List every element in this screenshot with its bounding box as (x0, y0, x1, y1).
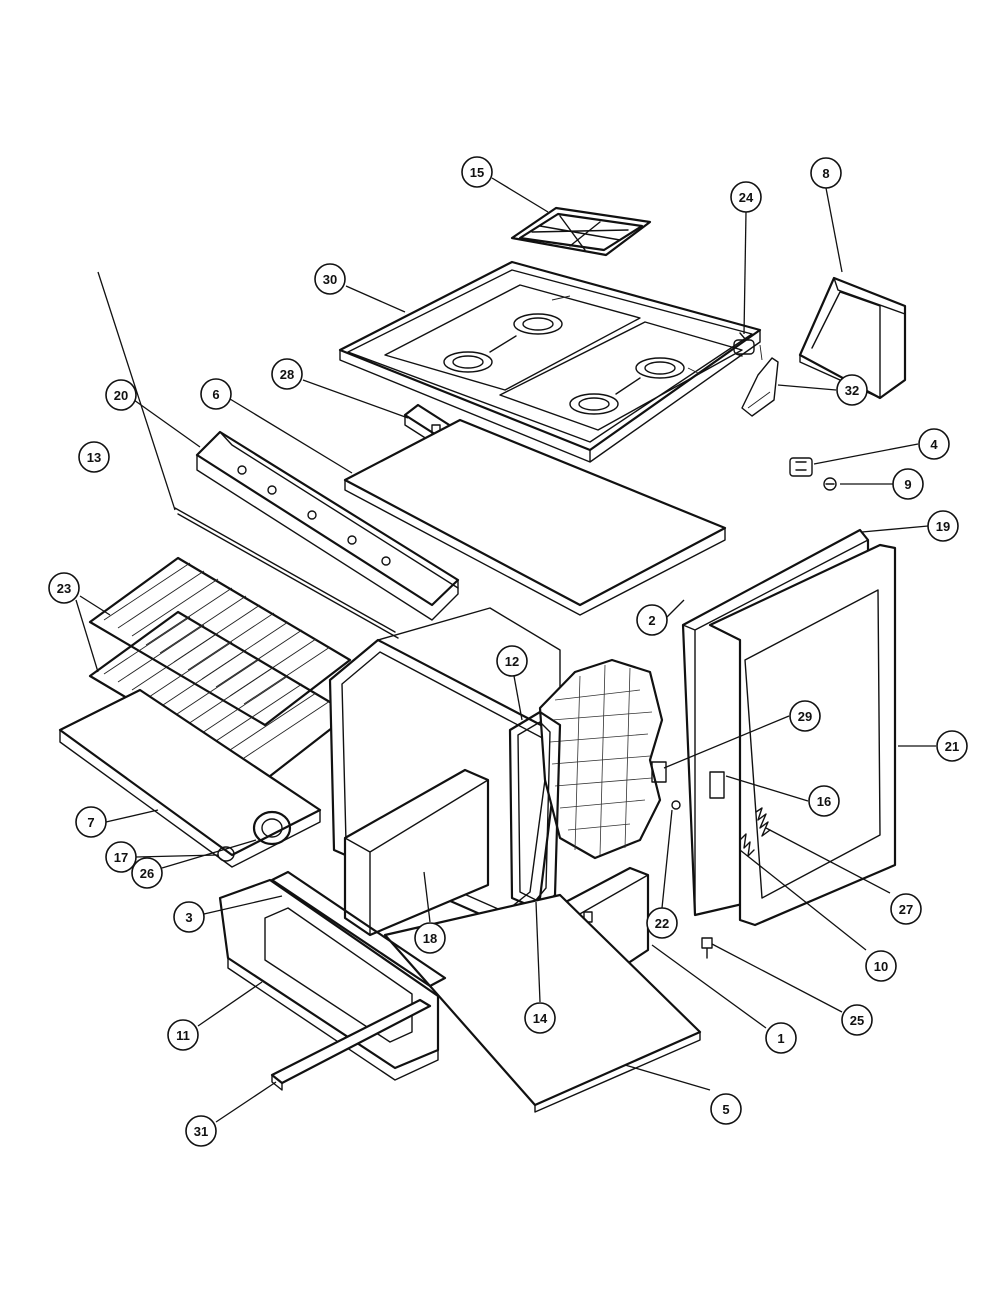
callout-3: 3 (173, 901, 205, 933)
svg-text:7: 7 (87, 815, 94, 830)
part-6-burner-box (343, 418, 727, 616)
svg-text:14: 14 (533, 1011, 548, 1026)
svg-text:21: 21 (945, 739, 959, 754)
callout-20: 20 (105, 379, 137, 411)
callout-15: 15 (461, 156, 493, 188)
part-5-oven-bottom (383, 893, 702, 1113)
svg-text:15: 15 (470, 165, 484, 180)
callout-21: 21 (936, 730, 968, 762)
svg-text:16: 16 (817, 794, 831, 809)
svg-text:3: 3 (185, 910, 192, 925)
part-4-switch (789, 457, 813, 477)
leader-lines (75, 177, 936, 1123)
part-27-spring (755, 807, 771, 837)
svg-text:25: 25 (850, 1013, 864, 1028)
part-30-cooktop (338, 260, 762, 463)
part-10-spring (739, 833, 755, 857)
callout-10: 10 (865, 950, 897, 982)
part-32-bracket (741, 344, 779, 417)
part-18-broiler-shield (343, 768, 490, 937)
svg-text:2: 2 (648, 613, 655, 628)
svg-text:20: 20 (114, 388, 128, 403)
callout-11: 11 (167, 1019, 199, 1051)
part-22-screw (671, 800, 681, 810)
callout-26: 26 (131, 857, 163, 889)
callout-12: 12 (496, 645, 528, 677)
svg-text:30: 30 (323, 272, 337, 287)
part-29-hinge (651, 761, 667, 783)
callout-2: 2 (636, 604, 668, 636)
callout-23: 23 (48, 572, 80, 604)
svg-text:27: 27 (899, 902, 913, 917)
part-15-burner-grate (510, 206, 652, 257)
callout-24: 24 (730, 181, 762, 213)
callout-18: 18 (414, 922, 446, 954)
callout-5: 5 (710, 1093, 742, 1125)
svg-text:31: 31 (194, 1124, 208, 1139)
callout-9: 9 (892, 468, 924, 500)
part-31-drawer-slide (270, 998, 432, 1091)
callout-32: 32 (836, 374, 868, 406)
svg-text:18: 18 (423, 931, 437, 946)
part-12-insulation (538, 658, 664, 860)
svg-text:8: 8 (822, 166, 829, 181)
svg-text:6: 6 (212, 387, 219, 402)
part-7-broiler-pan (58, 688, 322, 868)
part-13-trim-strip (174, 507, 399, 639)
part-17-knob (217, 846, 235, 862)
callout-22: 22 (646, 907, 678, 939)
callout-8: 8 (810, 157, 842, 189)
svg-text:32: 32 (845, 383, 859, 398)
callout-6: 6 (200, 378, 232, 410)
part-21-oven-door (708, 543, 897, 927)
callout-16: 16 (808, 785, 840, 817)
callout-25: 25 (841, 1004, 873, 1036)
callout-30: 30 (314, 263, 346, 295)
part-9-screw (823, 477, 837, 491)
callout-7: 7 (75, 806, 107, 838)
svg-text:5: 5 (722, 1102, 729, 1117)
part-14-door-gasket (508, 710, 562, 912)
svg-text:22: 22 (655, 916, 669, 931)
part-24-valve (733, 332, 755, 357)
part-20-control-panel (195, 430, 460, 621)
svg-text:24: 24 (739, 190, 754, 205)
svg-text:10: 10 (874, 959, 888, 974)
svg-text:9: 9 (904, 477, 911, 492)
callout-17: 17 (105, 841, 137, 873)
svg-text:23: 23 (57, 581, 71, 596)
part-25-leveler (701, 937, 713, 959)
callout-14: 14 (524, 1002, 556, 1034)
svg-text:1: 1 (777, 1031, 784, 1046)
svg-text:19: 19 (936, 519, 950, 534)
callout-19: 19 (927, 510, 959, 542)
part-26-light-socket (252, 810, 292, 846)
svg-text:29: 29 (798, 709, 812, 724)
callout-27: 27 (890, 893, 922, 925)
svg-text:12: 12 (505, 654, 519, 669)
callout-31: 31 (185, 1115, 217, 1147)
svg-text:11: 11 (176, 1028, 190, 1043)
svg-text:17: 17 (114, 850, 128, 865)
callout-4: 4 (918, 428, 950, 460)
callout-1: 1 (765, 1022, 797, 1054)
svg-text:4: 4 (930, 437, 938, 452)
svg-text:13: 13 (87, 450, 101, 465)
part-3-drawer-rail (270, 870, 447, 988)
svg-text:26: 26 (140, 866, 154, 881)
svg-text:28: 28 (280, 367, 294, 382)
callout-29: 29 (789, 700, 821, 732)
callout-28: 28 (271, 358, 303, 390)
part-16-latch (709, 771, 725, 799)
callout-13: 13 (78, 441, 110, 473)
